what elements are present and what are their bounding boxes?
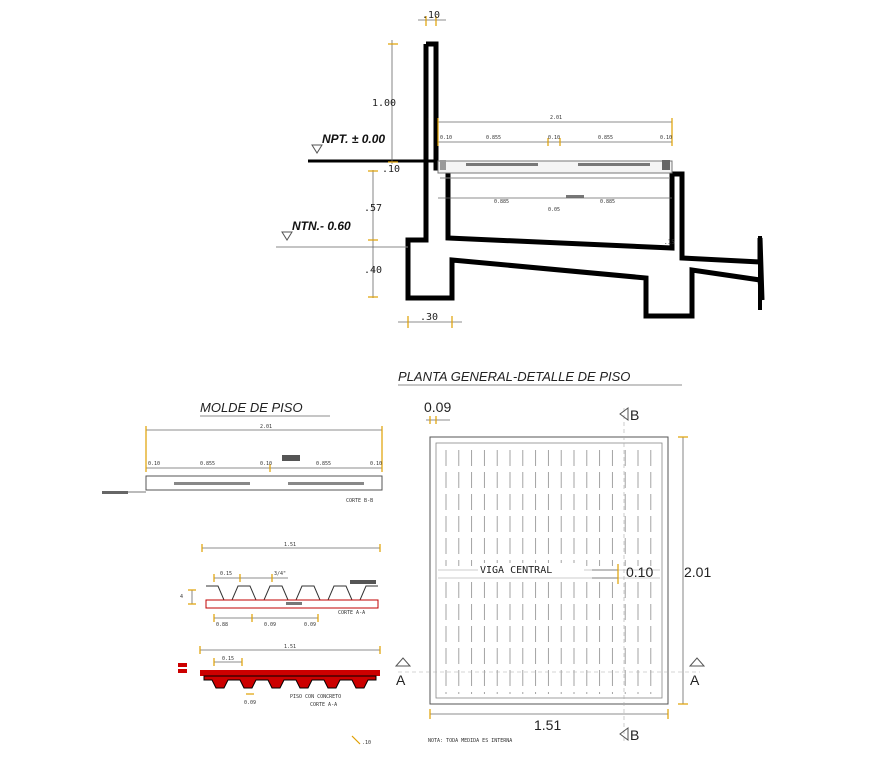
mold-bb-p5: 0.10 — [370, 461, 382, 467]
section-a-right-icon — [688, 657, 706, 667]
plan-mark-a-left: A — [396, 672, 406, 688]
plan-width: 1.51 — [534, 717, 561, 733]
floor-plan — [398, 408, 700, 742]
floor-p1: 0.10 — [440, 135, 452, 141]
floor-b1: 0.885 — [494, 199, 509, 205]
plan-d009: 0.09 — [424, 399, 451, 415]
ntn-label: NTN.- 0.60 — [292, 219, 351, 233]
mold-aa-d3: 0.88 — [216, 622, 228, 628]
mold-title: MOLDE DE PISO — [200, 400, 303, 415]
floor-total: 2.01 — [550, 115, 562, 121]
plan-outer — [429, 436, 669, 705]
mold-aa-total: 1.51 — [284, 542, 296, 548]
floor-dim-lines — [437, 118, 673, 199]
mold-bb-total: 2.01 — [260, 424, 272, 430]
concrete-aa — [178, 646, 381, 745]
plan-height: 2.01 — [684, 564, 711, 580]
mold-aa-caption: CORTE A-A — [338, 610, 365, 616]
floor-slab — [437, 160, 673, 174]
floor-insert-right — [578, 163, 650, 166]
floor-block-left — [440, 160, 446, 170]
mold-bb — [102, 426, 383, 494]
wall-outline — [405, 41, 765, 319]
npt-marker-icon — [311, 144, 323, 154]
concrete-d1: 0.15 — [222, 656, 234, 662]
dim-30: .30 — [420, 312, 438, 323]
mold-bb-p4: 0.855 — [316, 461, 331, 467]
plan-title: PLANTA GENERAL-DETALLE DE PISO — [398, 369, 630, 384]
floor-p5: 0.10 — [660, 135, 672, 141]
mold-bb-caption: CORTE B-B — [346, 498, 373, 504]
npt-label: NPT. ± 0.00 — [322, 132, 385, 146]
mold-aa — [188, 544, 381, 622]
floor-insert-left — [466, 163, 538, 166]
plan-d010: 0.10 — [626, 564, 653, 580]
dim-40: .40 — [364, 265, 382, 276]
wall-section — [276, 41, 765, 319]
floor-p2: 0.855 — [486, 135, 501, 141]
mold-aa-d2: 3/4" — [274, 571, 286, 577]
dim-top: .10 — [422, 10, 440, 21]
floor-b3: 0.885 — [600, 199, 615, 205]
dim-mid10: .10 — [382, 164, 400, 175]
floor-p4: 0.855 — [598, 135, 613, 141]
concrete-caption1: PISO CON CONCRETO — [290, 694, 341, 700]
plan-mark-b-top: B — [630, 407, 639, 423]
mold-bb-p2: 0.855 — [200, 461, 215, 467]
section-a-left-icon — [394, 657, 412, 667]
floor-p3: 0.10 — [548, 135, 560, 141]
mold-aa-d5: 0.09 — [304, 622, 316, 628]
centre-bar — [566, 195, 584, 198]
plan-note: NOTA: TODA MEDIDA ES INTERNA — [428, 738, 512, 744]
concrete-caption2: CORTE A-A — [310, 702, 337, 708]
plan-mark-a-right: A — [690, 672, 700, 688]
mold-aa-d1: 0.15 — [220, 571, 232, 577]
mold-aa-side: 4 — [180, 594, 183, 600]
dim-wall: 1.00 — [372, 98, 396, 109]
mold-bb-p3: 0.10 — [260, 461, 272, 467]
vertical-dimensions — [368, 16, 462, 328]
section-b-bottom-icon — [619, 727, 629, 741]
mold-aa-d4: 0.09 — [264, 622, 276, 628]
floor-b2: 0.05 — [548, 207, 560, 213]
dim-57: .57 — [364, 203, 382, 214]
concrete-d2: 0.09 — [244, 700, 256, 706]
plan-mark-b-bottom: B — [630, 727, 639, 743]
concrete-total: 1.51 — [284, 644, 296, 650]
plan-inner — [435, 442, 663, 699]
dim-15: .15 — [664, 239, 675, 246]
ntn-marker-icon — [281, 231, 293, 241]
concrete-note-dim: .10 — [362, 740, 371, 746]
floor-block — [662, 160, 670, 170]
mold-bb-p1: 0.10 — [148, 461, 160, 467]
plan-beam: VIGA CENTRAL — [480, 565, 552, 576]
section-b-top-icon — [619, 407, 629, 421]
